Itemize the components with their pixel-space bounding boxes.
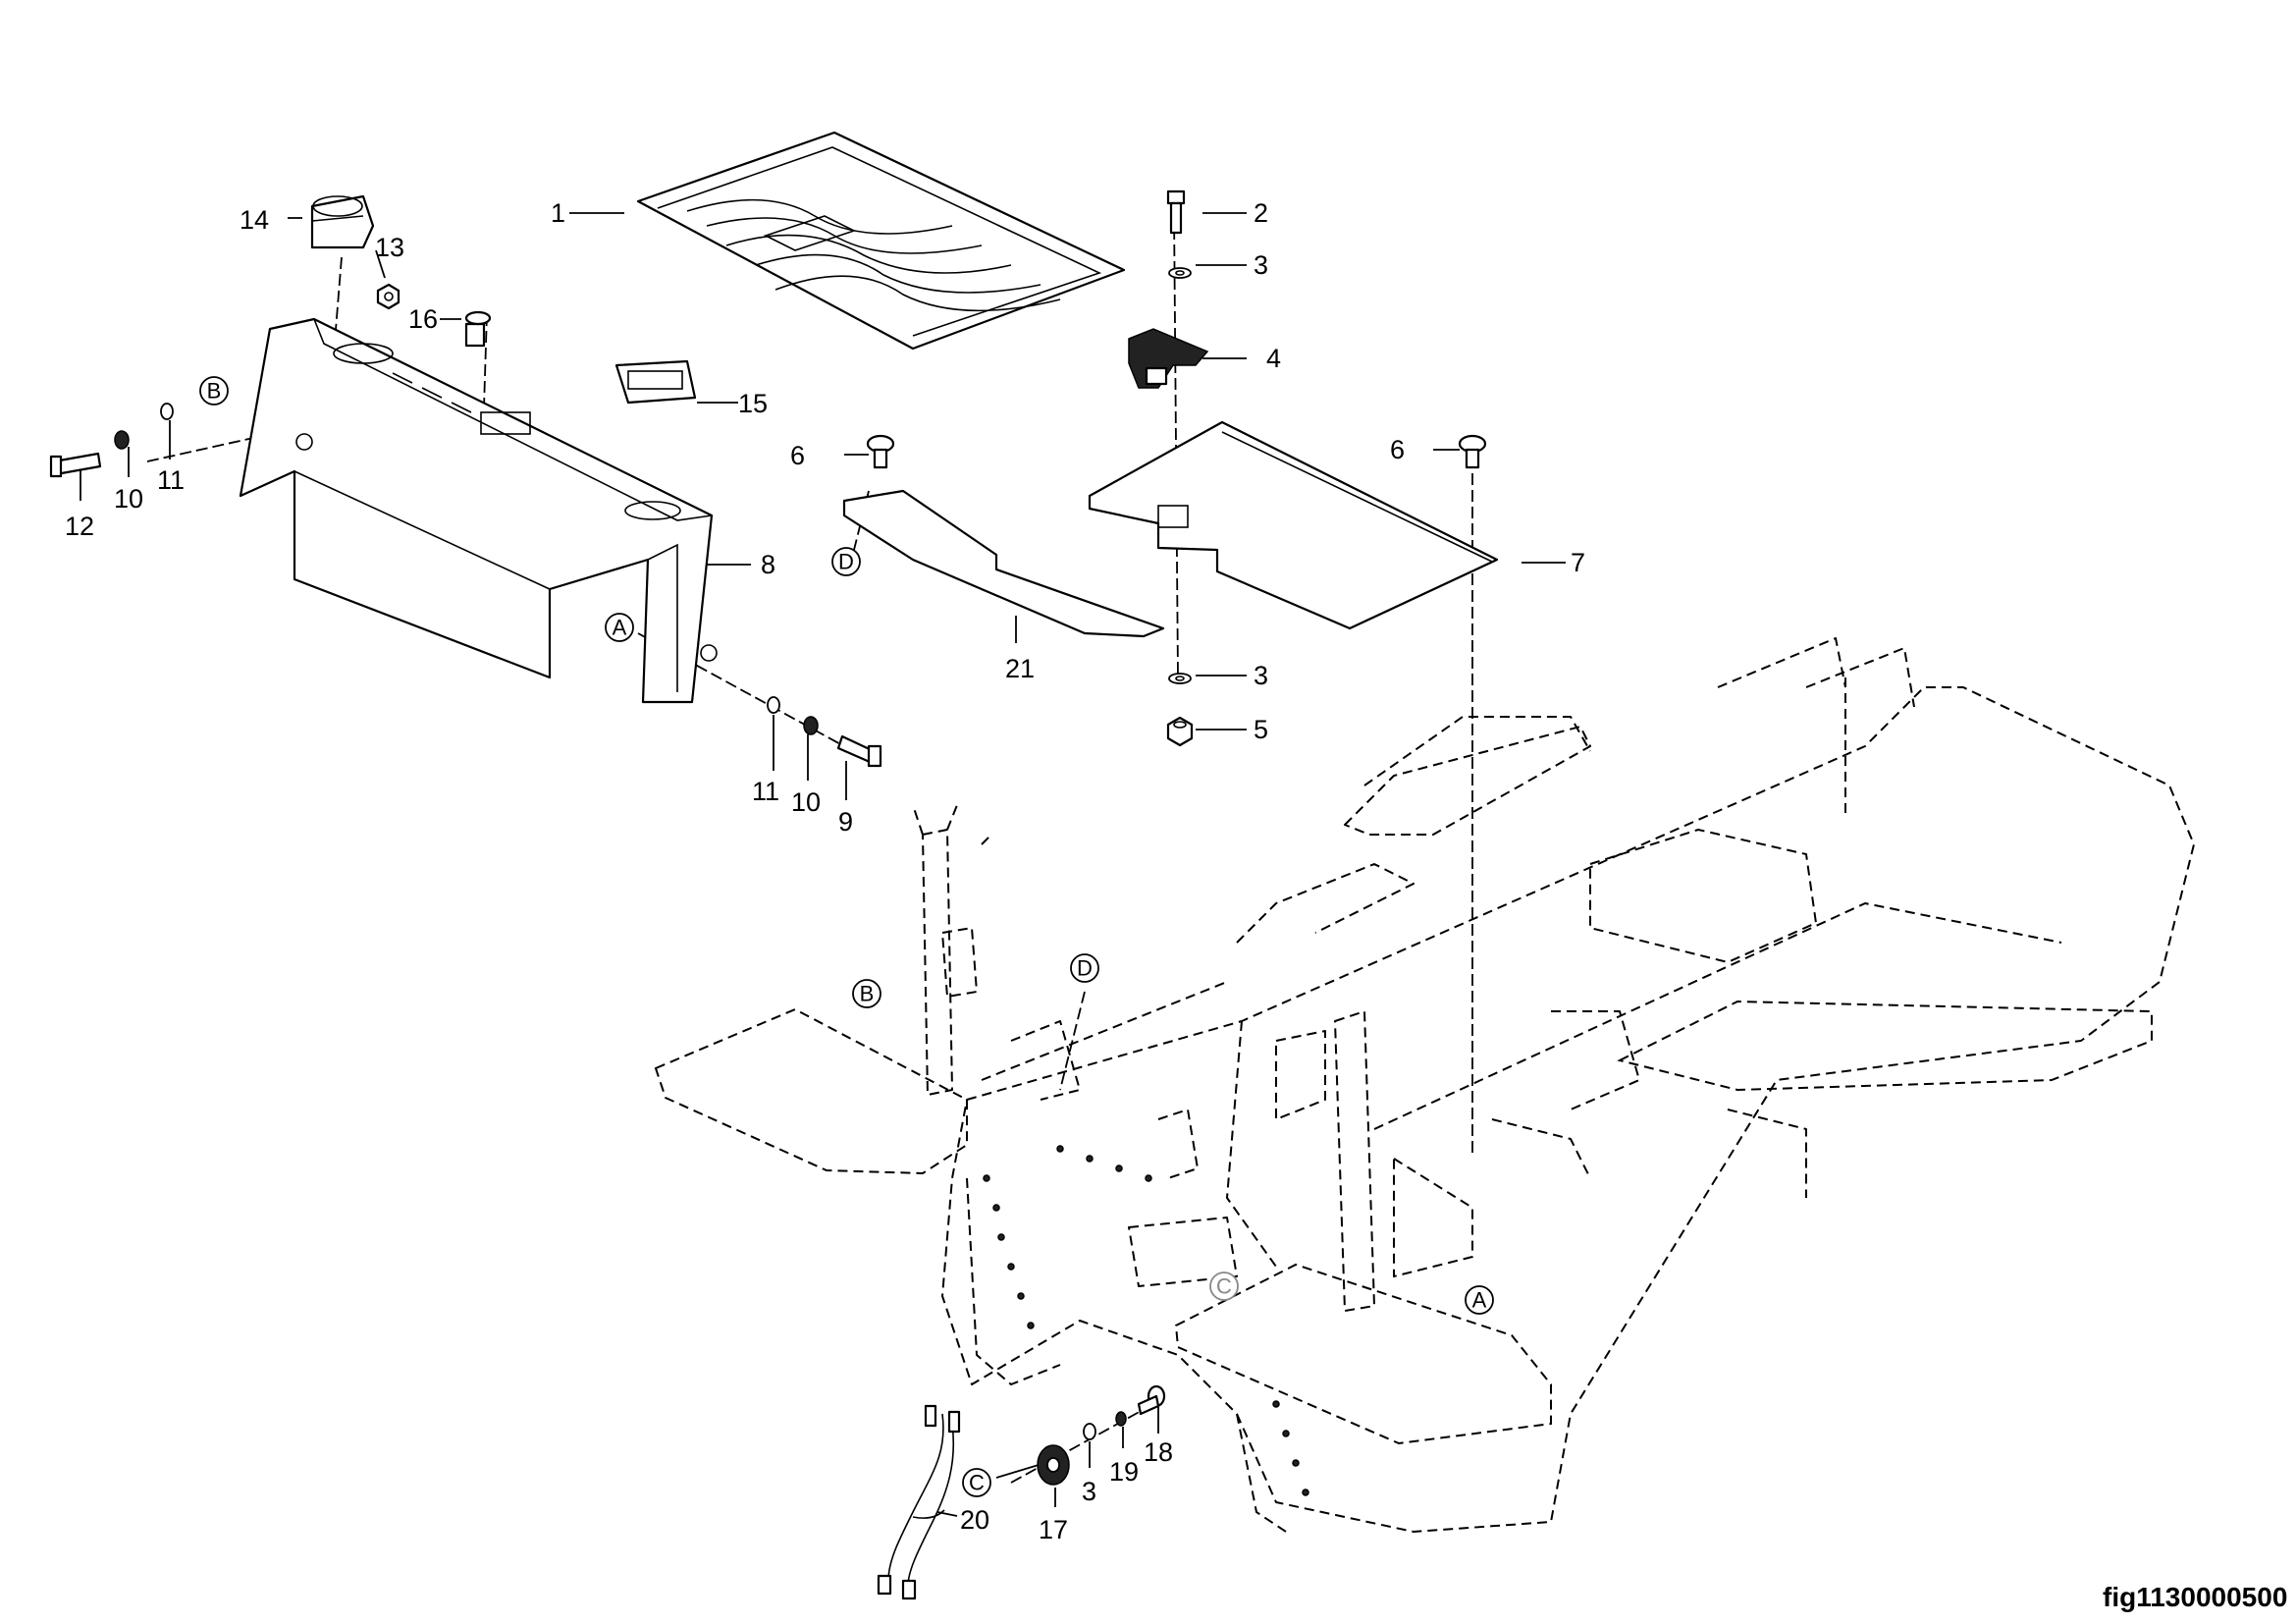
callout-10: 10 (114, 484, 143, 514)
ref-marker-a: A (1465, 1285, 1494, 1315)
callout-18: 18 (1144, 1437, 1173, 1467)
reference-markers: B A D B D C A C (199, 376, 1494, 1497)
ref-marker-c: C (962, 1468, 991, 1497)
callout-20: 20 (960, 1505, 989, 1535)
bolt-2 (1166, 189, 1186, 235)
front-console-panel (239, 317, 718, 704)
washer-3-horn (1083, 1423, 1096, 1440)
callout-13: 13 (375, 233, 404, 262)
callout-6: 6 (1390, 435, 1405, 464)
callout-7: 7 (1571, 548, 1585, 577)
switch-14 (310, 194, 375, 249)
ref-marker-b: B (199, 376, 229, 406)
cover-plate (1088, 420, 1499, 630)
callout-2: 2 (1254, 198, 1268, 228)
bolt-18 (1137, 1384, 1166, 1416)
callout-17: 17 (1039, 1515, 1068, 1544)
chassis-frame-ghost (654, 637, 2195, 1533)
chassis-rivets (983, 1145, 1309, 1496)
callout-9: 9 (838, 807, 853, 837)
washer-19 (1115, 1411, 1127, 1427)
svg-text:C: C (1216, 1274, 1232, 1299)
callout-12: 12 (65, 512, 94, 541)
callout-1: 1 (551, 198, 565, 228)
callout-21: 21 (1005, 654, 1035, 683)
bolt-12 (49, 452, 102, 478)
svg-text:D: D (838, 550, 854, 574)
screw-6-right (1458, 434, 1487, 469)
svg-text:D: D (1077, 956, 1093, 981)
washer-3-lower (1168, 673, 1192, 684)
svg-text:A: A (613, 616, 627, 640)
screw-6-left (866, 434, 895, 469)
callout-5: 5 (1254, 715, 1268, 744)
callout-19: 19 (1109, 1457, 1139, 1487)
floor-mat (636, 131, 1126, 351)
leader-lines (80, 212, 1566, 1517)
horn-17 (1037, 1444, 1070, 1486)
callout-6: 6 (790, 441, 805, 470)
switch-15 (614, 359, 697, 405)
washer-3-top (1168, 267, 1192, 279)
svg-text:A: A (1472, 1288, 1487, 1313)
ref-marker-a: A (605, 613, 634, 642)
ref-marker-c: C (1209, 1272, 1239, 1301)
nut-5 (1166, 716, 1194, 747)
washer-11-left (160, 403, 174, 420)
washer-11-right (767, 696, 780, 714)
ref-marker-d: D (831, 547, 861, 576)
nut-13 (376, 283, 400, 310)
callout-11: 11 (157, 465, 185, 495)
ref-marker-b: B (852, 979, 881, 1008)
washer-10-right (803, 716, 819, 735)
latch-4 (1128, 328, 1209, 389)
plug-16 (464, 310, 492, 348)
ref-marker-d: D (1070, 953, 1099, 983)
svg-text:B: B (207, 379, 222, 404)
washer-10-left (114, 430, 130, 450)
callout-3: 3 (1254, 661, 1268, 690)
callout-15: 15 (738, 389, 768, 418)
svg-text:C: C (969, 1471, 985, 1495)
callout-11: 11 (752, 777, 779, 806)
callout-3: 3 (1254, 250, 1268, 280)
callout-8: 8 (761, 550, 775, 579)
callout-numbers: 1 2 3 4 6 6 7 8 3 5 14 13 16 15 21 12 10… (65, 198, 1585, 1544)
svg-text:B: B (860, 982, 875, 1006)
callout-16: 16 (408, 304, 438, 334)
callout-3: 3 (1082, 1477, 1096, 1506)
callout-10: 10 (791, 787, 821, 817)
bolt-9 (836, 734, 882, 768)
callout-14: 14 (240, 205, 269, 235)
wiring-harness-20 (877, 1404, 961, 1600)
figure-id: fig1130000500 (2103, 1582, 2287, 1612)
plate-21 (842, 489, 1165, 638)
callout-4: 4 (1266, 344, 1281, 373)
